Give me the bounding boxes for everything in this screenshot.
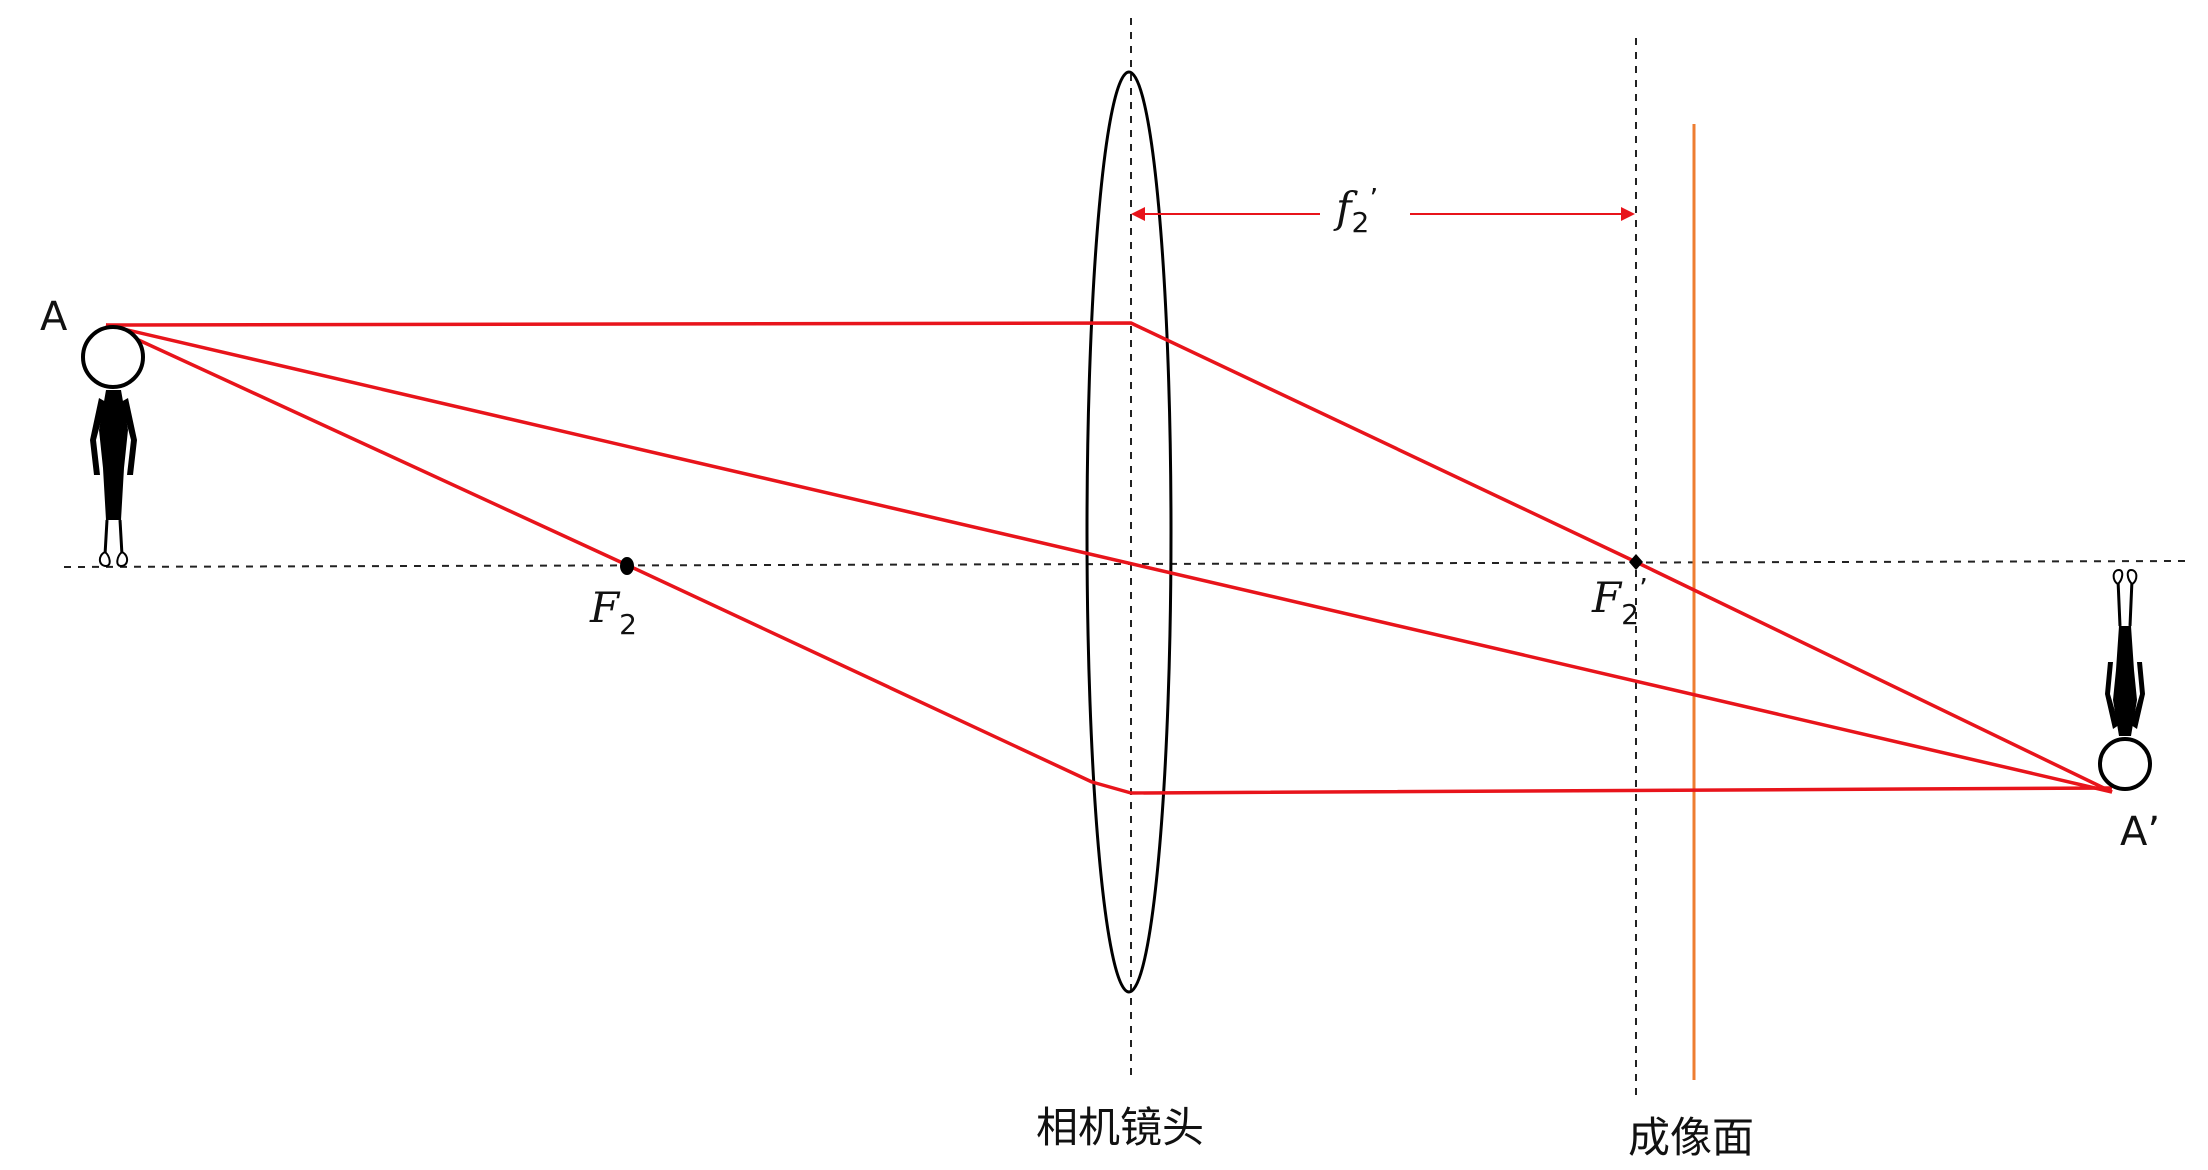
image-plane-caption: 成像面 <box>1628 1113 1754 1162</box>
focal-length-label: f2’ <box>1333 182 1378 239</box>
focal-ray <box>105 323 2113 795</box>
inverted-person-icon <box>2098 568 2152 791</box>
chief-ray <box>105 323 2113 794</box>
lens-caption: 相机镜头 <box>1036 1103 1204 1152</box>
object-point-label: A <box>40 294 68 340</box>
back-focal-label: F2’ <box>1591 572 1648 631</box>
front-focal-point <box>620 557 634 575</box>
light-rays <box>105 321 2113 795</box>
standing-person-icon <box>81 325 145 568</box>
front-focal-label: F2 <box>589 583 637 641</box>
parallel-ray <box>105 321 2113 794</box>
back-focal-point <box>1629 554 1643 570</box>
camera-lens <box>1085 70 1173 994</box>
optical-axis <box>63 560 2187 568</box>
image-point-label: A’ <box>2120 809 2160 855</box>
